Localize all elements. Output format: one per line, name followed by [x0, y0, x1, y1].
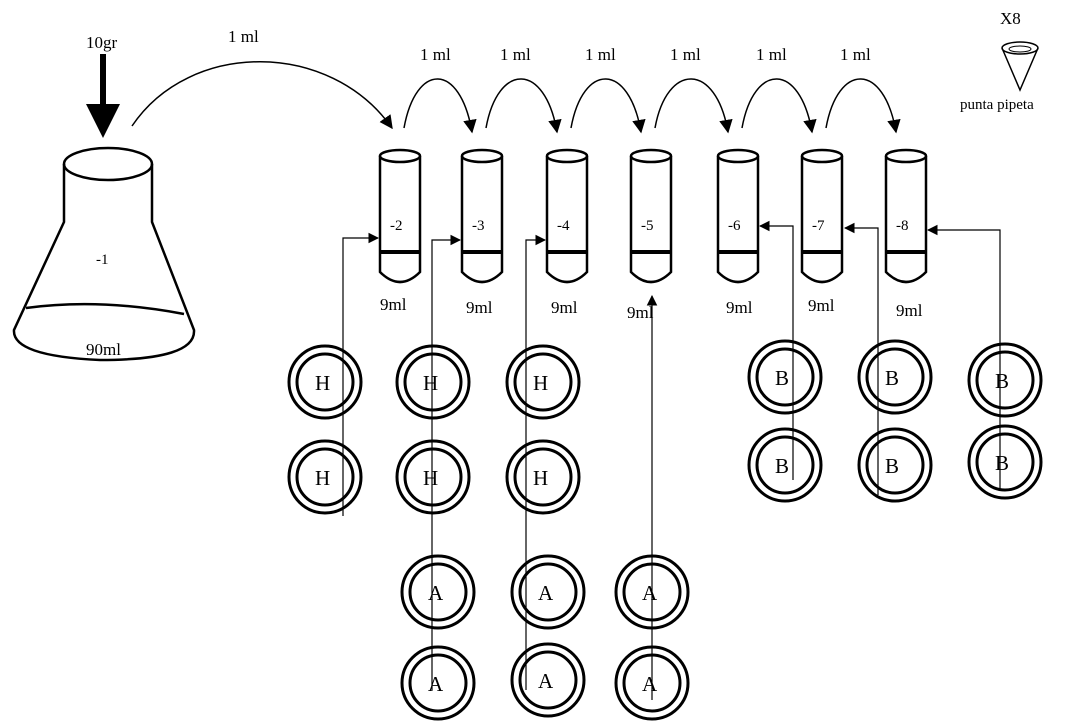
plate-label: B: [885, 454, 899, 478]
plate-label: H: [533, 371, 548, 395]
tube-dilution: -5: [641, 218, 654, 234]
petri-dish-h: [287, 344, 363, 420]
transfer-arrow: [403, 78, 477, 134]
tube-volume: 9ml: [808, 296, 835, 315]
petri-dish-b: [747, 339, 823, 415]
erlenmeyer-flask: [12, 146, 196, 362]
flask-transfer-arrow: [131, 61, 393, 130]
plating-line: [431, 234, 462, 690]
flask-dilution: -1: [96, 252, 109, 268]
test-tube: [800, 148, 844, 284]
petri-dish-b: [857, 427, 933, 503]
plate-label: B: [775, 454, 789, 478]
plate-label: B: [995, 369, 1009, 393]
plating-line: [926, 224, 1001, 490]
transfer-arrow: [741, 78, 817, 134]
plate-label: A: [428, 672, 444, 696]
petri-dish-b: [967, 342, 1043, 418]
petri-dish-b: [747, 427, 823, 503]
test-tube: [460, 148, 504, 284]
tube-volume: 9ml: [627, 303, 654, 322]
plate-label: H: [533, 466, 548, 490]
transfer-label: 1 ml: [756, 45, 787, 64]
tube-dilution: -7: [812, 218, 825, 234]
plating-line: [342, 232, 380, 516]
sample-weight-label: 10gr: [86, 33, 118, 52]
plate-label: H: [423, 371, 438, 395]
tube-volume: 9ml: [466, 298, 493, 317]
transfer-arrow: [570, 78, 646, 134]
tube-dilution: -3: [472, 218, 485, 234]
tube-dilution: -2: [390, 218, 403, 234]
flask-transfer-label: 1 ml: [228, 27, 259, 46]
plating-line: [843, 222, 879, 495]
transfer-arrow: [485, 78, 562, 134]
plate-label: A: [642, 672, 658, 696]
transfer-label: 1 ml: [420, 45, 451, 64]
plating-line: [525, 234, 547, 690]
petri-dish-a: [510, 642, 586, 718]
plate-label: H: [315, 371, 330, 395]
petri-dish-b: [967, 424, 1043, 500]
plating-line: [758, 220, 794, 480]
flask-volume: 90ml: [86, 340, 121, 359]
sample-input-arrow: [86, 54, 120, 138]
transfer-label: 1 ml: [840, 45, 871, 64]
petri-dish-a: [400, 554, 476, 630]
tube-dilution: -6: [728, 218, 741, 234]
tube-volume: 9ml: [380, 295, 407, 314]
plate-label: H: [315, 466, 330, 490]
petri-dish-h: [395, 439, 471, 515]
tube-volume: 9ml: [726, 298, 753, 317]
transfer-label: 1 ml: [670, 45, 701, 64]
plate-label: A: [538, 669, 554, 693]
plate-label: B: [885, 366, 899, 390]
tube-volume: 9ml: [551, 298, 578, 317]
test-tube: [884, 148, 928, 284]
test-tube: [629, 148, 673, 284]
tip-label: punta pipeta: [960, 97, 1034, 113]
plate-label: H: [423, 466, 438, 490]
tip-count: X8: [1000, 9, 1021, 28]
transfer-label: 1 ml: [585, 45, 616, 64]
plate-label: B: [995, 451, 1009, 475]
petri-dish-b: [857, 339, 933, 415]
test-tube: [378, 148, 422, 284]
petri-dish-h: [395, 344, 471, 420]
plate-label: A: [428, 581, 444, 605]
transfer-arrow: [825, 78, 901, 134]
tube-volume: 9ml: [896, 301, 923, 320]
pipette-tip-icon: [1001, 41, 1039, 92]
test-tube: [716, 148, 760, 284]
petri-dish-a: [510, 554, 586, 630]
petri-dish-a: [400, 645, 476, 721]
petri-dish-h: [505, 344, 581, 420]
tube-dilution: -8: [896, 218, 909, 234]
test-tube: [545, 148, 589, 284]
plate-label: A: [642, 581, 658, 605]
petri-dish-h: [505, 439, 581, 515]
plate-label: B: [775, 366, 789, 390]
transfer-label: 1 ml: [500, 45, 531, 64]
plate-label: A: [538, 581, 554, 605]
tube-dilution: -4: [557, 218, 570, 234]
transfer-arrow: [654, 78, 733, 134]
petri-dish-h: [287, 439, 363, 515]
